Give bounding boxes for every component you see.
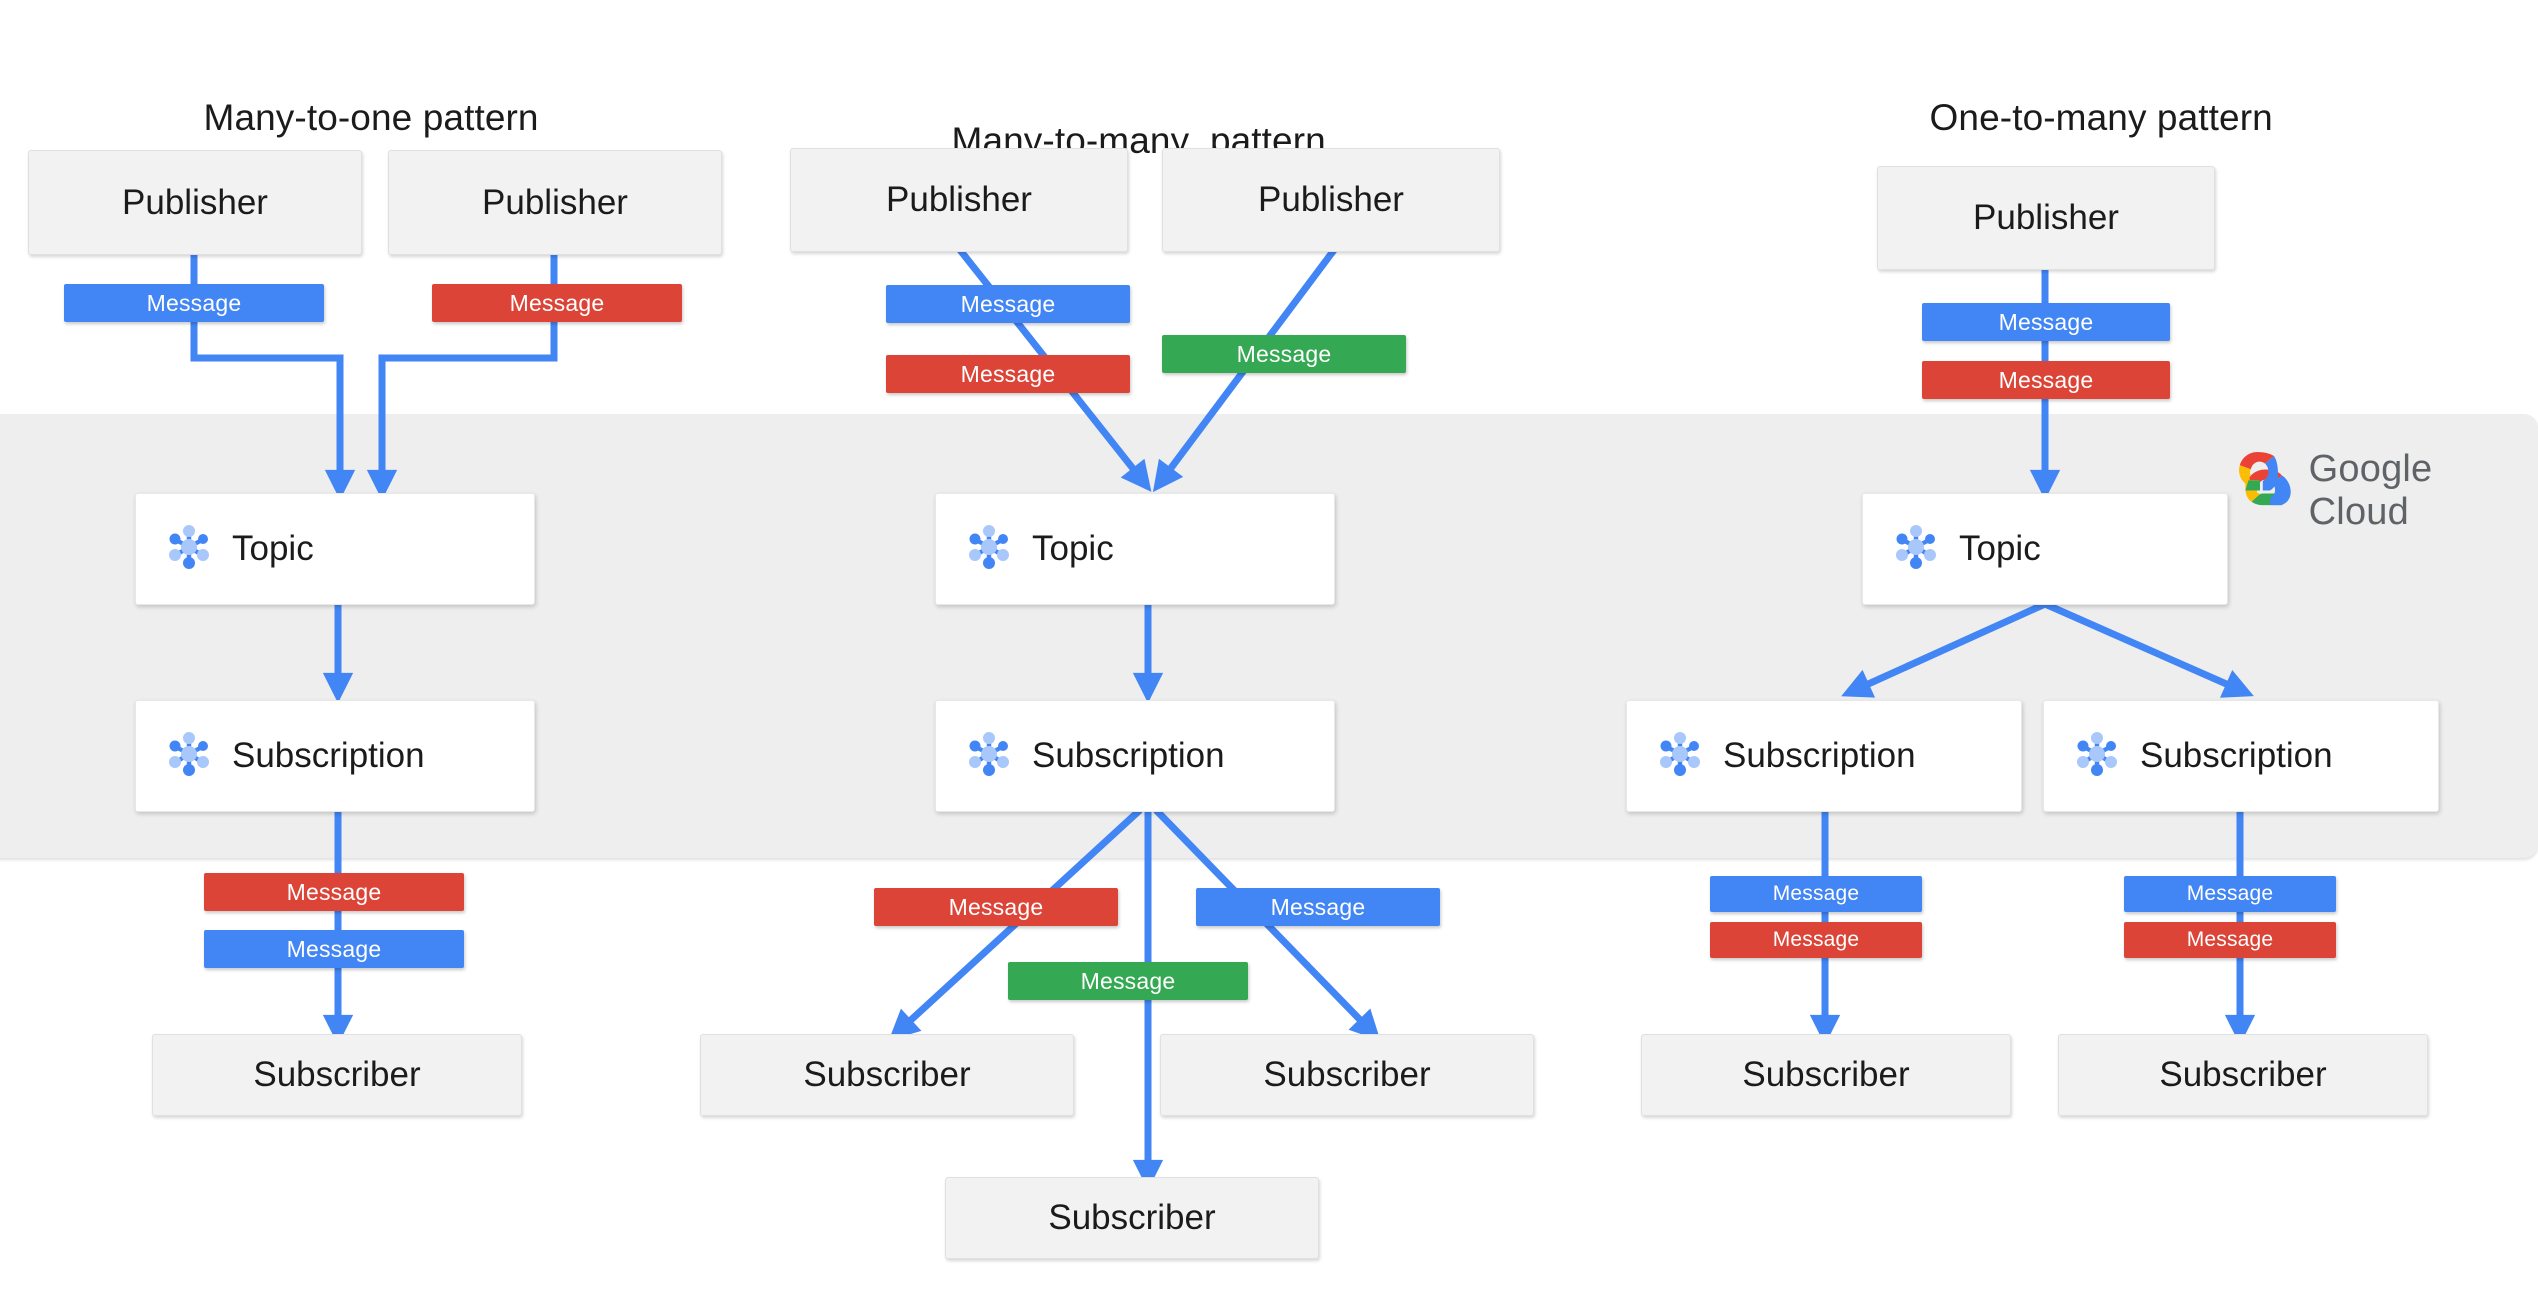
message-chip-c2-pub-blue: Message [886, 285, 1130, 323]
brand-cloud: Cloud [2308, 491, 2409, 533]
pubsub-topic-icon [1889, 520, 1943, 579]
topic-label: Topic [232, 529, 314, 568]
message-label: Message [1998, 366, 2094, 393]
message-label: Message [509, 289, 605, 316]
message-chip-c1-pub-red: Message [432, 284, 682, 322]
pubsub-subscription-icon [1653, 727, 1707, 786]
message-label: Message [960, 360, 1056, 387]
publisher-label: Publisher [482, 182, 628, 222]
brand-google: Google [2308, 448, 2433, 490]
subscriber-label: Subscriber [2159, 1055, 2327, 1094]
subscription-box-c3-1[interactable]: Subscription [1626, 700, 2022, 812]
pubsub-subscription-icon [2070, 727, 2124, 786]
message-chip-c1-sub-red: Message [204, 873, 464, 911]
publisher-label: Publisher [1973, 198, 2119, 237]
message-label: Message [2186, 882, 2274, 905]
message-label: Message [1998, 308, 2094, 335]
subscription-label: Subscription [2140, 736, 2333, 775]
subscriber-label: Subscriber [1263, 1055, 1431, 1094]
message-chip-c3-sub2-blue: Message [2124, 876, 2336, 912]
message-label: Message [1236, 340, 1332, 367]
publisher-box-c2-2[interactable]: Publisher [1162, 148, 1500, 252]
message-chip-c3-sub1-blue: Message [1710, 876, 1922, 912]
message-chip-c1-sub-blue: Message [204, 930, 464, 968]
topic-box-c2[interactable]: Topic [935, 493, 1335, 605]
message-label: Message [286, 935, 382, 962]
subscriber-label: Subscriber [1742, 1055, 1910, 1094]
publisher-label: Publisher [1258, 180, 1404, 219]
message-chip-c3-sub1-red: Message [1710, 922, 1922, 958]
subscriber-label: Subscriber [1048, 1198, 1216, 1237]
message-label: Message [2186, 928, 2274, 951]
pubsub-topic-icon [162, 520, 216, 579]
google-cloud-icon-detail [2239, 452, 2278, 491]
subscriber-box-c3-1[interactable]: Subscriber [1641, 1034, 2011, 1116]
pubsub-topic-icon [962, 520, 1016, 579]
subscriber-label: Subscriber [253, 1055, 421, 1094]
topic-label: Topic [1032, 529, 1114, 568]
message-label: Message [948, 893, 1044, 920]
message-chip-c2-sub-blue: Message [1196, 888, 1440, 926]
message-chip-c3-sub2-red: Message [2124, 922, 2336, 958]
subscriber-box-c2-3[interactable]: Subscriber [945, 1177, 1319, 1259]
subscription-box-c3-2[interactable]: Subscription [2043, 700, 2439, 812]
message-label: Message [146, 289, 242, 316]
message-label: Message [1772, 882, 1860, 905]
publisher-box-c3[interactable]: Publisher [1877, 166, 2215, 270]
subscription-label: Subscription [232, 736, 425, 775]
publisher-box-c2-1[interactable]: Publisher [790, 148, 1128, 252]
publisher-label: Publisher [122, 182, 268, 222]
google-cloud-logo: Google Cloud [2236, 448, 2538, 534]
subscriber-box-c2-1[interactable]: Subscriber [700, 1034, 1074, 1116]
column-title-many-to-one: Many-to-one pattern [203, 97, 539, 138]
topic-box-c3[interactable]: Topic [1862, 493, 2228, 605]
subscription-box-c2[interactable]: Subscription [935, 700, 1335, 812]
topic-label: Topic [1959, 529, 2041, 568]
message-chip-c3-pub-red: Message [1922, 361, 2170, 399]
pubsub-subscription-icon [962, 727, 1016, 786]
message-label: Message [286, 878, 382, 905]
pubsub-subscription-icon [162, 727, 216, 786]
subscription-label: Subscription [1723, 736, 1916, 775]
publisher-label: Publisher [886, 180, 1032, 219]
message-label: Message [1080, 967, 1176, 994]
message-chip-c2-pub-red: Message [886, 355, 1130, 393]
message-chip-c2-sub-green: Message [1008, 962, 1248, 1000]
subscriber-label: Subscriber [803, 1055, 971, 1094]
topic-box-c1[interactable]: Topic [135, 493, 535, 605]
message-chip-c3-pub-blue: Message [1922, 303, 2170, 341]
subscriber-box-c3-2[interactable]: Subscriber [2058, 1034, 2428, 1116]
message-label: Message [1772, 928, 1860, 951]
subscription-box-c1[interactable]: Subscription [135, 700, 535, 812]
subscription-label: Subscription [1032, 736, 1225, 775]
publisher-box-c1-2[interactable]: Publisher [388, 150, 722, 255]
message-label: Message [960, 290, 1056, 317]
subscriber-box-c1[interactable]: Subscriber [152, 1034, 522, 1116]
message-chip-c2-pub-green: Message [1162, 335, 1406, 373]
google-cloud-wordmark: Google Cloud [2309, 448, 2538, 534]
column-title-one-to-many: One-to-many pattern [1929, 97, 2273, 138]
message-label: Message [1270, 893, 1366, 920]
subscriber-box-c2-2[interactable]: Subscriber [1160, 1034, 1534, 1116]
publisher-box-c1-1[interactable]: Publisher [28, 150, 362, 255]
message-chip-c2-sub-red: Message [874, 888, 1118, 926]
message-chip-c1-pub-blue: Message [64, 284, 324, 322]
